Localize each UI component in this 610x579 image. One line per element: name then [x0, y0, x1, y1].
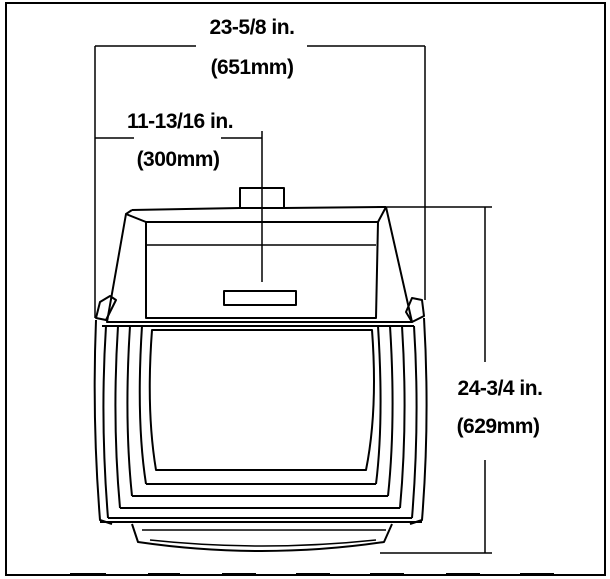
ground-line [70, 573, 554, 575]
hood-body [106, 206, 413, 323]
overall-height-dimension [377, 206, 492, 554]
vent-slot [223, 290, 297, 306]
left-outer-side [93, 319, 113, 525]
center-offset-dimension [95, 131, 263, 282]
overall-width-metric: (651mm) [211, 56, 294, 79]
base-lip [131, 523, 393, 552]
overall-width-dimension [94, 45, 426, 318]
left-bracket [95, 295, 117, 321]
right-outer-side [409, 317, 428, 525]
center-offset-metric: (300mm) [137, 148, 220, 171]
right-bracket [405, 297, 425, 323]
firebox-opening [148, 329, 375, 471]
flue-collar [239, 187, 285, 209]
overall-height-metric: (629mm) [457, 415, 540, 438]
appliance-outline [93, 187, 428, 552]
drawing-frame [5, 2, 606, 576]
overall-width-imperial: 23-5/8 in. [210, 16, 295, 39]
overall-height-imperial: 24-3/4 in. [458, 377, 543, 400]
center-offset-imperial: 11-13/16 in. [127, 110, 233, 133]
